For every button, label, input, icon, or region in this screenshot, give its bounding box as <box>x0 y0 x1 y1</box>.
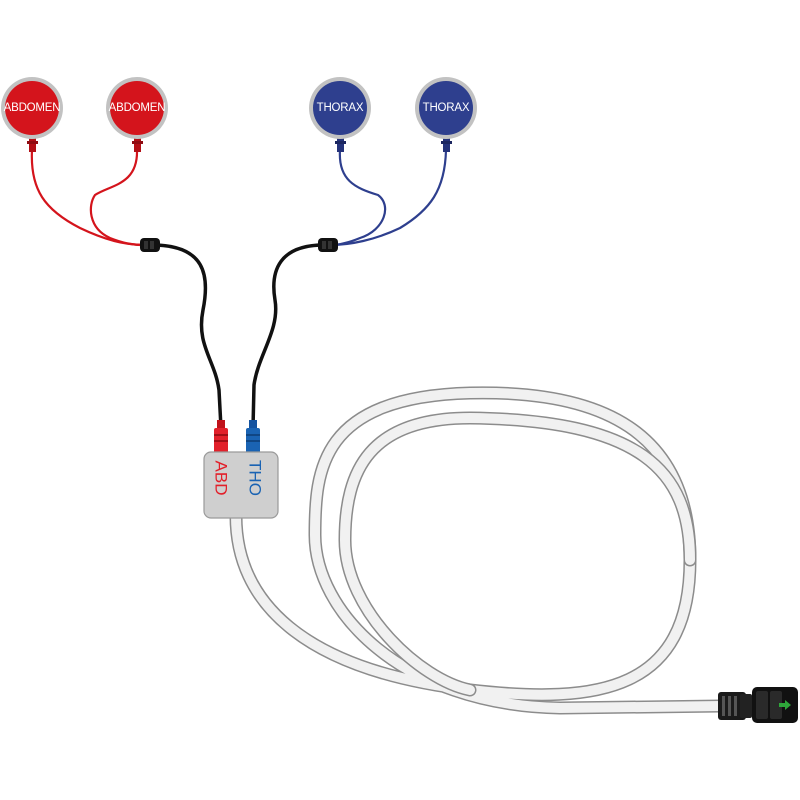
electrode-thorax-2: THORAX <box>415 77 477 139</box>
abd-splitter <box>140 238 160 252</box>
electrode-label: ABDOMEN <box>109 102 166 114</box>
abdomen-leads <box>30 149 146 247</box>
main-cable <box>229 386 729 715</box>
electrode-label: THORAX <box>423 102 470 114</box>
electrode-abdomen-1: ABDOMEN <box>1 77 63 139</box>
tho-label: THO <box>246 460 265 496</box>
electrode-label: ABDOMEN <box>4 102 61 114</box>
tho-splitter <box>318 238 338 252</box>
junction-box: ABD THO <box>203 451 279 519</box>
electrode-label: THORAX <box>317 102 364 114</box>
abd-plug <box>214 420 228 454</box>
abd-label: ABD <box>212 461 231 496</box>
main-cable-white <box>231 387 727 714</box>
thorax-leads <box>329 149 448 247</box>
black-cables <box>151 243 325 429</box>
electrode-thorax-1: THORAX <box>309 77 371 139</box>
connector-arrow-icon <box>779 700 791 710</box>
electrode-abdomen-2: ABDOMEN <box>106 77 168 139</box>
end-connector <box>718 687 798 723</box>
tho-plug <box>246 420 260 454</box>
